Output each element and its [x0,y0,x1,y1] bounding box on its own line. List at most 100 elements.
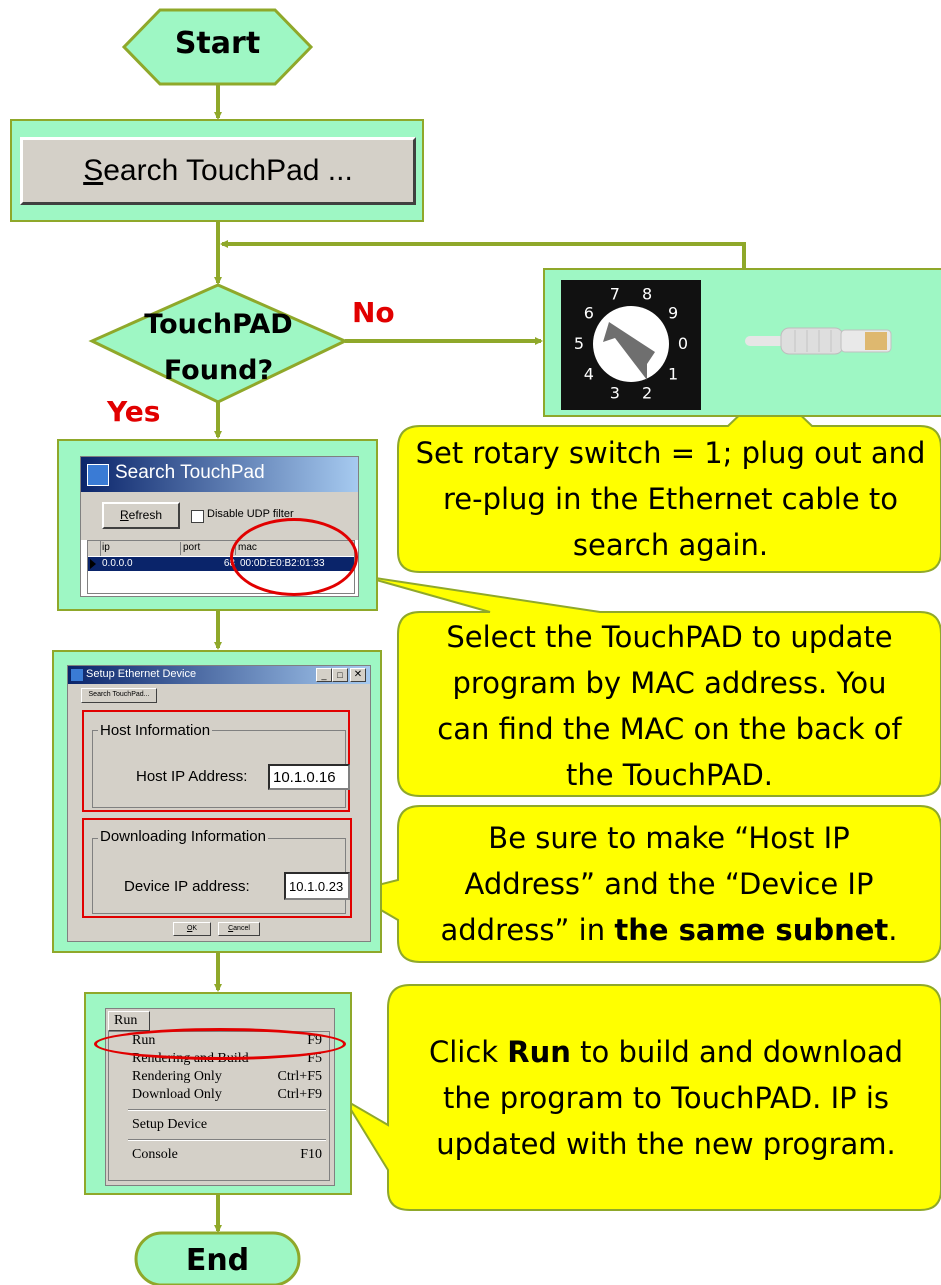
menu-item-rendering-only-shortcut: Ctrl+F5 [277,1069,322,1084]
setup-step-box: Setup Ethernet Device _ □ ✕ Search Touch… [52,650,382,953]
rotary-digit: 3 [610,384,620,403]
menu-item-setup-device[interactable]: Setup Device [132,1117,322,1135]
callout-run-line3: updated with the new program. [436,1127,896,1161]
device-ip-input[interactable]: 10.1.0.23 [284,872,350,900]
callout-select-line4: the TouchPAD. [565,758,774,792]
callout-subnet-line3: address” in the same subnet. [404,907,934,953]
cancel-label: ancel [233,925,250,932]
callout-select-line1: Select the TouchPAD to update [446,620,893,654]
close-button[interactable]: ✕ [350,668,366,682]
minimize-button[interactable]: _ [316,668,332,682]
search-dialog-step-box: Search TouchPad Refresh Disable UDP filt… [57,439,378,611]
ok-button[interactable]: OK [173,922,211,936]
disable-udp-label: Disable UDP filter [207,508,294,520]
maximize-button[interactable]: □ [332,668,348,682]
device-ip-label: Device IP address: [124,878,250,895]
column-header-ip: ip [102,542,181,555]
no-label: No [352,296,395,329]
search-button-accel: S [83,154,104,187]
row-indicator-header [88,541,101,556]
run-step-box: Run Run F9 Rendering and Build F5 Render… [84,992,352,1195]
start-label: Start [174,26,261,61]
ok-accel: O [186,925,193,932]
column-header-port: port [183,542,236,555]
menu-separator [128,1109,326,1111]
callout-run-pre: Click [428,1035,508,1069]
callout-run-line2: the program to TouchPAD. IP is [442,1081,890,1115]
setup-dialog-titlebar: Setup Ethernet Device _ □ ✕ [68,666,370,684]
setup-dialog-title: Setup Ethernet Device [86,668,197,680]
callout-rotary-shape [397,384,941,573]
host-info-legend: Host Information [98,722,213,739]
row-pointer-icon [90,559,96,569]
end-terminator [134,1231,301,1285]
app-gear-icon [87,464,109,486]
setup-app-icon [71,669,83,681]
callout-run-bold: Run [507,1035,571,1069]
search-dialog-title: Search TouchPad [115,462,265,483]
start-terminator [121,8,314,86]
decision-label-line2: Found? [163,355,274,386]
disable-udp-checkbox[interactable] [191,510,204,523]
search-dialog-titlebar: Search TouchPad [81,457,358,492]
search-button-label: earch TouchPad ... [103,154,353,187]
rotary-digit: 2 [642,384,652,403]
rotary-digit: 7 [610,285,620,304]
setup-dialog-window: Setup Ethernet Device _ □ ✕ Search Touch… [67,665,371,942]
callout-subnet-line1: Be sure to make “Host IP [488,821,850,855]
cell-port: 68 [223,558,235,569]
ethernet-cable-icon [745,316,895,366]
refresh-label: efresh [128,508,163,522]
callout-run-text: Click Run to build and download the prog… [396,1029,936,1167]
callout-subnet-text: Be sure to make “Host IP Address” and th… [404,815,934,953]
menu-item-rendering-only[interactable]: Rendering Only Ctrl+F5 [132,1069,322,1087]
host-ip-input[interactable]: 10.1.0.16 [268,764,350,790]
menu-item-console-label: Console [132,1147,178,1162]
refresh-accel: R [119,508,129,522]
decision-label-line1: TouchPAD [144,309,293,340]
callout-select-shape [361,575,941,797]
menu-item-rendering-only-label: Rendering Only [132,1069,222,1084]
cancel-button[interactable]: Cancel [218,922,260,936]
callout-rotary-text: Set rotary switch = 1; plug out and re-p… [415,436,926,562]
callout-run-line1-rest: to build and download [570,1035,904,1069]
run-highlight-ellipse [94,1028,346,1060]
callout-run-shape [344,984,941,1211]
callout-subnet-bold: the same subnet [614,913,889,947]
menu-item-console-shortcut: F10 [300,1147,322,1162]
cell-ip: 0.0.0.0 [102,558,133,569]
rotary-digit: 5 [574,334,584,353]
menu-item-download-only[interactable]: Download Only Ctrl+F9 [132,1087,322,1105]
refresh-button[interactable]: Refresh [102,502,180,529]
callout-select-line3: can find the MAC on the back of [437,712,902,746]
mac-highlight-ellipse [230,518,358,596]
rotary-digit: 9 [668,303,678,322]
callout-run-line1: Click Run to build and download [396,1029,936,1075]
menu-item-download-only-label: Download Only [132,1087,222,1102]
rotary-digit: 6 [584,303,594,322]
callout-select-line2: program by MAC address. You [452,666,887,700]
menu-item-download-only-shortcut: Ctrl+F9 [277,1087,322,1102]
menu-item-console[interactable]: Console F10 [132,1147,322,1165]
download-info-legend: Downloading Information [98,828,268,845]
callout-select-text: Select the TouchPAD to update program by… [406,614,933,798]
rotary-digit: 4 [584,365,594,384]
rotary-digit: 8 [642,285,652,304]
setup-search-touchpad-button[interactable]: Search TouchPad... [81,688,157,703]
menu-separator [128,1139,326,1141]
cancel-accel: C [228,925,234,932]
menu-item-setup-device-label: Setup Device [132,1117,208,1132]
rotary-digit: 1 [668,365,678,384]
host-ip-label: Host IP Address: [136,768,248,785]
download-info-group: Downloading Information Device IP addres… [82,818,352,918]
callout-subnet-line2: Address” and the “Device IP [464,867,874,901]
callout-subnet-shape [347,805,941,963]
callout-subnet-line3-post: . [888,913,898,947]
rotary-digit: 0 [678,334,688,353]
run-menu-title[interactable]: Run [108,1011,150,1031]
